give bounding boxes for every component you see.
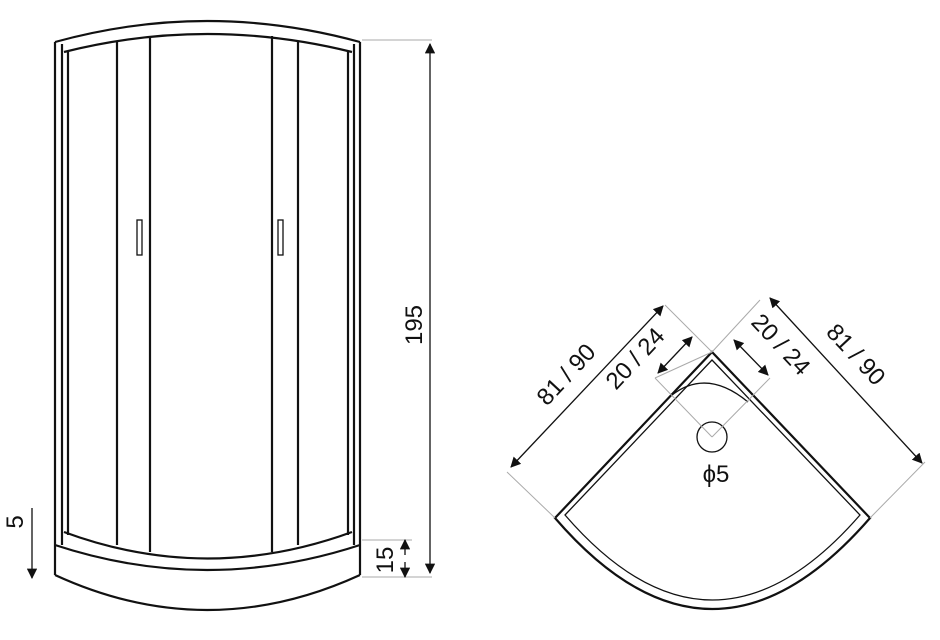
left-offset-label: 20 / 24: [601, 323, 671, 395]
leg-adjust-label: 5: [2, 515, 29, 528]
right-side-dimension-line: [769, 297, 923, 464]
front-view: 195 15 5: [2, 19, 436, 612]
left-side-label: 81 / 90: [532, 339, 602, 411]
tray-outline-inner: [564, 359, 861, 601]
drain-label: ϕ5: [703, 461, 730, 488]
tray-height-label: 15: [372, 547, 399, 574]
top-view: ϕ5 81 / 90 20 / 24 20 / 24 81 / 90: [506, 297, 926, 610]
shelf-arc: [671, 382, 749, 403]
left-offset-dimension-line: [657, 336, 693, 374]
left-side-dimension-line: [510, 305, 664, 468]
right-offset-dimension-line: [733, 339, 769, 376]
drain-circle: [696, 421, 728, 453]
top-frame-inner-arc: [63, 32, 353, 54]
left-door-handle: [136, 219, 143, 256]
top-frame-outer-arc: [54, 19, 361, 44]
door-bottom-arc: [63, 530, 353, 560]
tray-outline-outer: [553, 350, 872, 610]
right-door-handle: [277, 219, 284, 256]
right-offset-label: 20 / 24: [746, 309, 816, 381]
tray-bottom-arc: [54, 573, 361, 612]
tray-top-arc: [54, 543, 361, 572]
right-side-label: 81 / 90: [821, 319, 891, 391]
height-label: 195: [401, 305, 428, 345]
